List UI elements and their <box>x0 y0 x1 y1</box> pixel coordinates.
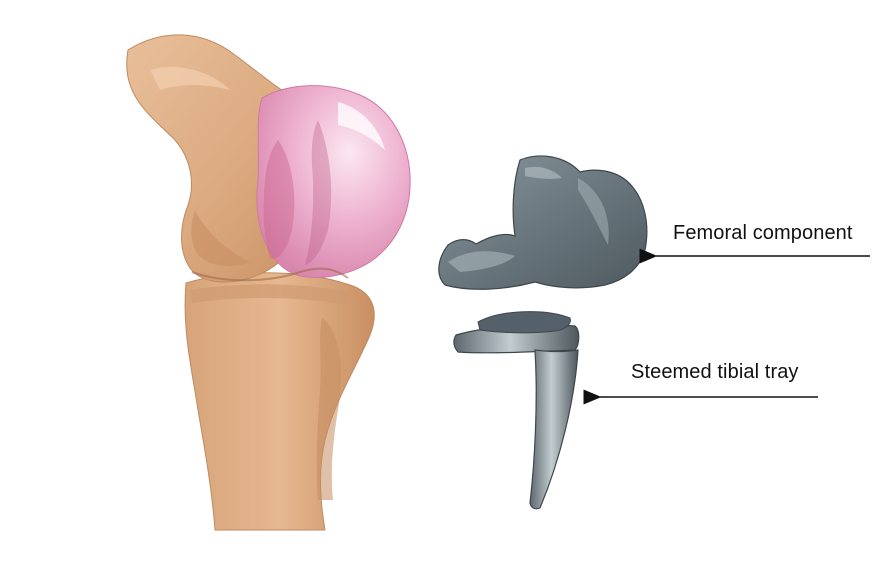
knee-bones <box>127 35 410 530</box>
femoral-component-implant <box>439 156 647 289</box>
tibial-tray-implant <box>454 312 579 509</box>
tibial-tray-label: Steemed tibial tray <box>631 361 799 384</box>
femoral-component-label: Femoral component <box>673 222 853 245</box>
tibia-bone <box>185 273 374 530</box>
